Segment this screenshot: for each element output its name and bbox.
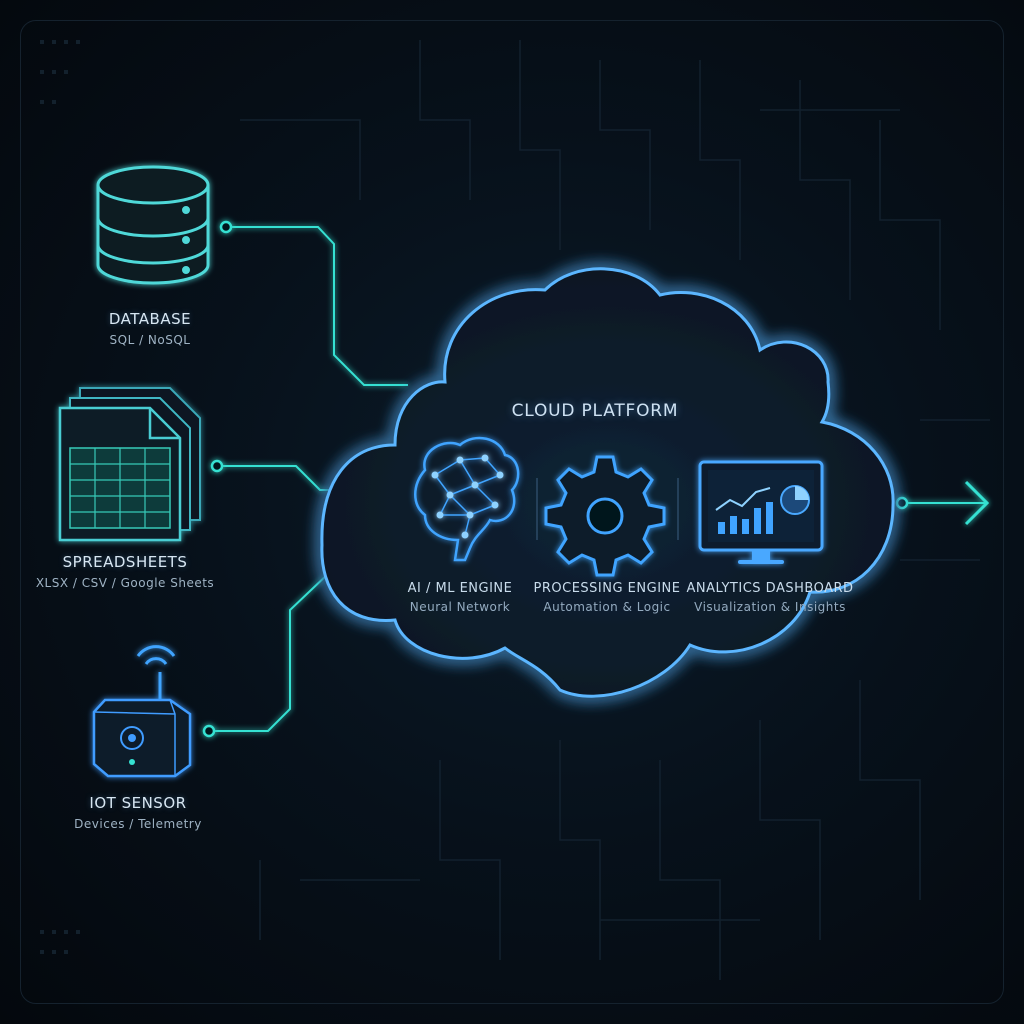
brain-network-icon [414, 436, 520, 562]
diagram-frame [20, 20, 1004, 1004]
spreadsheet-icon [58, 387, 201, 542]
iot-sensor-icon [92, 645, 192, 778]
background-circuit-traces [240, 40, 990, 980]
processing-engine-title: PROCESSING ENGINE [533, 581, 681, 596]
gear-icon [544, 455, 666, 577]
spreadsheets-title: SPREADSHEETS [62, 553, 188, 571]
analytics-dashboard-subtitle: Visualization & Insights [694, 600, 846, 614]
ai-engine-subtitle: Neural Network [409, 600, 511, 614]
connection-nodes [202, 220, 909, 738]
cloud-platform-title: CLOUD PLATFORM [511, 401, 679, 421]
iot-sensor-subtitle: Devices / Telemetry [74, 817, 202, 831]
database-subtitle: SQL / NoSQL [109, 333, 191, 347]
database-title: DATABASE [108, 310, 192, 328]
ai-engine-title: AI / ML ENGINE [407, 581, 513, 596]
spreadsheets-connection [218, 465, 340, 491]
background-dot-patterns [40, 40, 80, 954]
database-connection [228, 226, 408, 386]
output-arrow-icon [964, 480, 990, 526]
dashboard-monitor-icon [698, 460, 824, 564]
spreadsheets-subtitle: XLSX / CSV / Google Sheets [35, 576, 215, 590]
processing-engine-subtitle: Automation & Logic [543, 600, 671, 614]
iot-sensor-title: IOT SENSOR [89, 794, 187, 812]
database-icon [96, 165, 210, 285]
iot-connection [210, 571, 331, 732]
engine-dividers [536, 478, 679, 540]
analytics-dashboard-title: ANALYTICS DASHBOARD [686, 581, 854, 596]
